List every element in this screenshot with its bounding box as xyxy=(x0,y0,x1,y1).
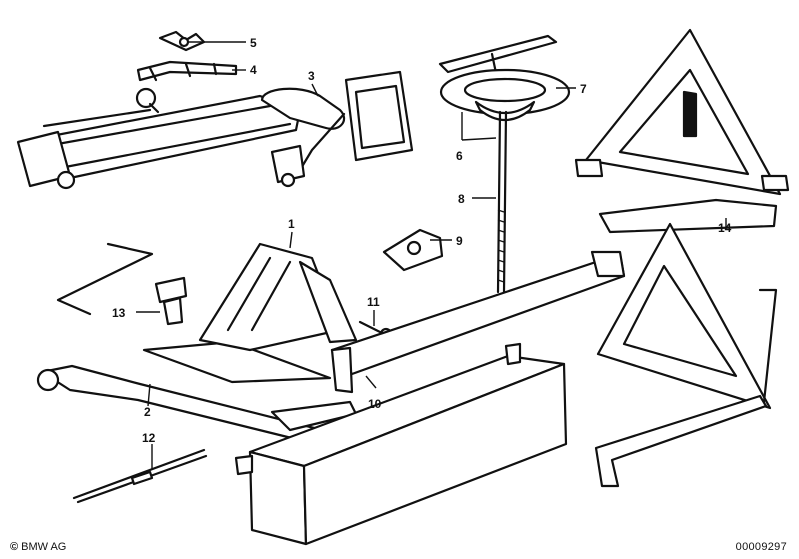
jack-part-3[interactable] xyxy=(16,70,414,190)
bolt-part-13[interactable] xyxy=(154,276,188,326)
wing-nut-part-5[interactable] xyxy=(158,30,206,52)
callout-1: 1 xyxy=(288,217,295,231)
callout-10: 10 xyxy=(368,397,382,411)
copyright-text: BMW AG xyxy=(21,541,67,553)
lug-wrench-part-2[interactable] xyxy=(36,364,358,448)
callout-3: 3 xyxy=(308,69,315,83)
callout-8: 8 xyxy=(458,192,465,206)
callout-6: 6 xyxy=(456,149,463,163)
warning-triangle-part-14-upright[interactable] xyxy=(574,28,790,234)
diagram-id: 00009297 xyxy=(735,541,787,553)
callout-labels: 1 2 3 4 5 6 7 8 9 10 11 12 13 14 xyxy=(112,36,732,445)
wheel-chock-part-1[interactable] xyxy=(142,242,358,384)
callout-11: 11 xyxy=(367,295,380,309)
callout-5: 5 xyxy=(250,36,257,50)
tool-box[interactable] xyxy=(234,342,568,546)
copyright-icon: © xyxy=(10,541,19,553)
callout-9: 9 xyxy=(456,234,463,248)
callout-2: 2 xyxy=(144,405,151,419)
wheel-hold-down-part-6-7-8[interactable] xyxy=(438,34,571,294)
bracket-part-9[interactable] xyxy=(382,228,444,272)
holder-part-10[interactable] xyxy=(330,250,626,394)
callout-13: 13 xyxy=(112,306,126,320)
callout-7: 7 xyxy=(580,82,587,96)
clip-part-4[interactable] xyxy=(136,60,238,82)
leader-lines xyxy=(136,41,727,470)
copyright-notice: ©BMW AG xyxy=(10,541,66,553)
hex-key[interactable] xyxy=(56,242,154,316)
callout-12: 12 xyxy=(142,431,156,445)
screwdriver-bit-part-12[interactable] xyxy=(72,448,208,504)
callout-14: 14 xyxy=(718,221,732,235)
warning-triangle-folded[interactable] xyxy=(594,222,778,488)
callout-4: 4 xyxy=(250,63,257,77)
